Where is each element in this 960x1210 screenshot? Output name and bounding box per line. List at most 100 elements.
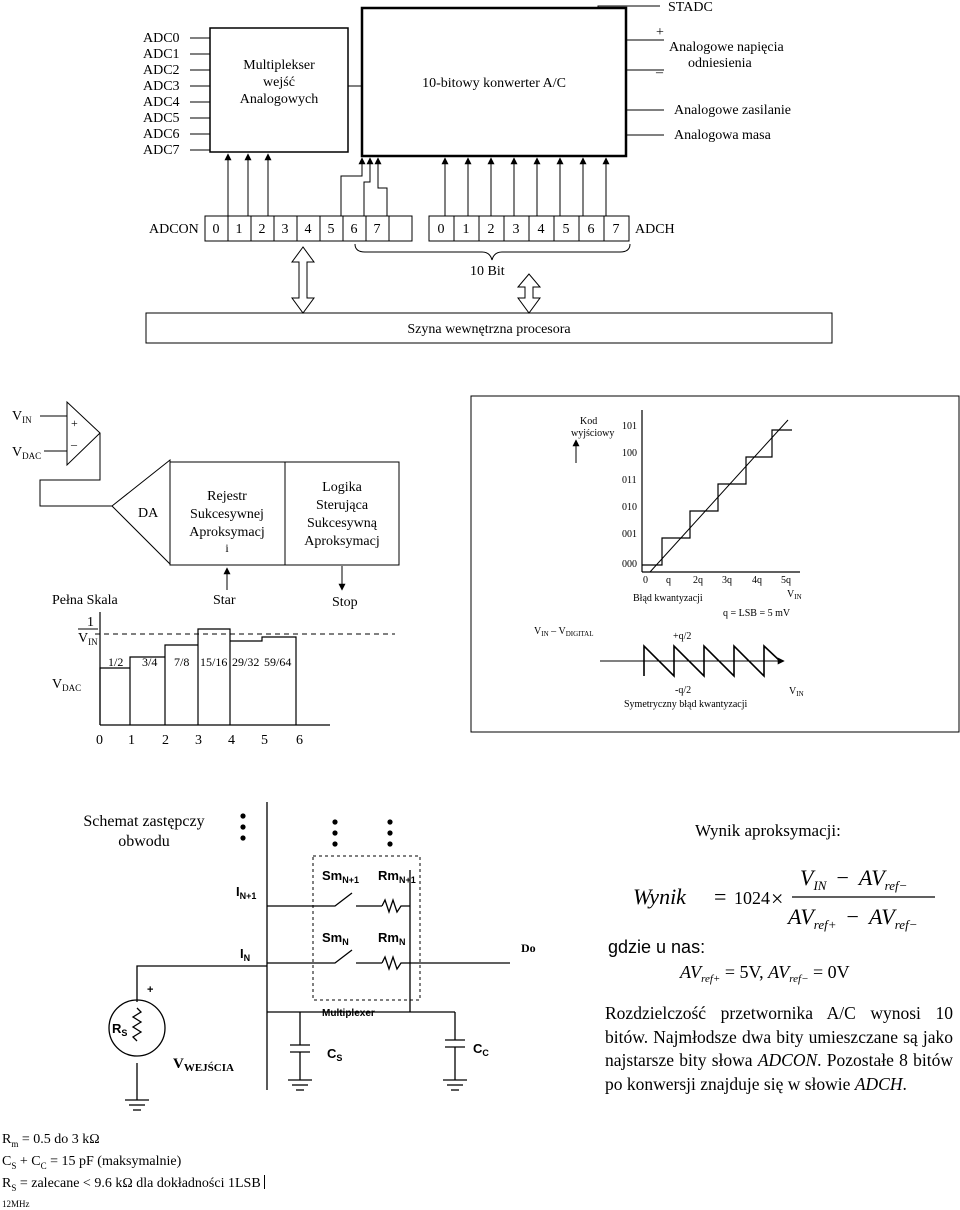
ref-voltage-label: odniesienia [688,56,753,71]
quantization-panel: Kod wyjściowy 101 100 011 010 001 000 0 … [470,395,960,733]
adch-bit: 4 [538,222,545,237]
fraction-label: 29/32 [232,655,259,669]
where-label: gdzie u nas: [608,937,705,957]
code-tick: 011 [622,475,637,486]
comparator-vdac-label: VDAC [12,445,41,461]
formula-times: × [771,886,783,911]
channel-lines [190,37,210,151]
analog-supply-label: Analogowe zasilanie [674,103,791,118]
adch-bit: 7 [613,222,620,237]
formula-numerator: VIN−AVref− [800,865,907,893]
adch-bit: 3 [513,222,520,237]
in-label: IN [240,946,250,963]
staircase-vdac-label: VDAC [52,677,81,693]
q-tick: 4q [752,575,762,586]
feedback-line [39,433,112,507]
rs-label: RS [112,1021,127,1038]
vin-axis-label: VIN [787,589,802,601]
adch-bit: 5 [563,222,570,237]
q-tick: 0 [643,575,648,586]
step-label: 4 [228,733,235,748]
sm1-label: SmN+1 [322,868,359,885]
adc-channel-labels: ADC0 ADC1 ADC2 ADC3 ADC4 ADC5 ADC6 ADC7 [143,31,180,158]
rm-label: RmN [378,930,405,947]
full-scale-vin: VIN [78,631,98,647]
plus-q2-label: +q/2 [673,631,691,642]
formula-lhs: Wynik [633,884,687,909]
adcon-bit: 6 [351,222,358,237]
adc-block-diagram: ADC0 ADC1 ADC2 ADC3 ADC4 ADC5 ADC6 ADC7 … [143,0,833,344]
transfer-staircase [641,410,800,573]
formula-eq: = [714,884,726,909]
ideal-line [649,419,789,573]
fraction-label: 7/8 [174,655,189,669]
channel-label: ADC1 [143,47,180,62]
adcon-bit: 5 [328,222,335,237]
mux-label-line: Analogowych [240,92,319,107]
comparator-minus: – [70,437,78,451]
fraction-label: 1/2 [108,655,123,669]
sar-logic-label: Sukcesywną [307,516,378,531]
adch-bit: 2 [488,222,495,237]
equivalent-circuit: Schemat zastępczy obwodu [83,802,536,1111]
adch-italic: ADCH [854,1073,903,1094]
resolution-end: . [902,1073,907,1094]
analog-ground-label: Analogowa masa [674,128,772,143]
rs-note: RS = zalecane < 9.6 kΩ dla dokładności 1… [2,1174,265,1197]
staircase-waveform [99,612,330,726]
vwejscia-label: VWEJŚCIA [173,1056,234,1074]
resolution-text-mid: . Pozostałe 8 bitów po konwersji znajduj… [605,1050,954,1094]
minus-q2-label: -q/2 [675,685,691,696]
step-label: 5 [261,733,268,748]
quantization-frame [470,395,960,733]
converter-box [360,6,628,158]
adch-bit: 6 [588,222,595,237]
converter-label: 10-bitowy konwerter A/C [422,76,566,91]
adcon-bit: 1 [236,222,243,237]
adcon-italic: ADCON [757,1050,818,1070]
capacitance-note: CS + CC = 15 pF (maksymalnie) [2,1153,182,1171]
step-label: 1 [128,733,135,748]
ref-voltage-label: Analogowe napięcia [669,40,784,55]
source-circle [108,999,166,1057]
ref-minus-sign: – [655,65,664,80]
quant-error-title: Błąd kwantyzacji [633,593,703,604]
internal-bus-box [145,312,833,344]
code-tick: 001 [622,529,637,540]
channel-label: ADC6 [143,127,180,142]
start-label: Star [213,593,236,608]
mux-label-line: Multiplekser [243,58,315,73]
code-tick: 010 [622,502,637,513]
approximation-formula: Wynik aproksymacji: Wynik = 1024 × VIN−A… [608,821,935,985]
q-tick: 2q [693,575,703,586]
stadc-label: STADC [668,0,713,15]
channel-label: ADC0 [143,31,180,46]
adcon-bit: 3 [282,222,289,237]
q-tick: 3q [722,575,732,586]
adch-register: 0 1 2 3 4 5 6 7 [428,215,630,242]
q-tick: 5q [781,575,791,586]
sar-logic-label: Aproksymacj [304,534,379,549]
formula-title: Wynik aproksymacji: [695,821,841,840]
sar-register-label: i [225,541,229,555]
sar-block-diagram: VIN VDAC + – DA Rejestr Sukcesywnej Apro… [12,400,400,748]
sar-register-label: Sukcesywnej [190,507,264,522]
step-label: 6 [296,733,303,748]
adcon-bit: 0 [213,222,220,237]
comparator-plus: + [71,416,78,430]
reference-lines [626,39,664,136]
resolution-paragraph: Rozdzielczość przetwornika A/C wynosi 10… [605,1002,953,1096]
channel-label: ADC2 [143,63,180,78]
bottom-notes: Rm = 0.5 do 3 kΩ CS + CC = 15 pF (maksym… [2,1131,265,1210]
source-plus: + [147,984,153,996]
ref-values: AVref+ = 5V, AVref− = 0V [679,962,850,985]
fraction-label: 15/16 [200,655,227,669]
internal-bus-label: Szyna wewnętrzna procesora [407,322,571,337]
formula-1024: 1024 [734,888,770,908]
adcon-bit: 7 [374,222,381,237]
sawtooth-waveform [643,644,781,678]
full-scale-label: Pełna Skala [52,593,118,608]
bus-dots [240,813,393,847]
bus-double-arrow [291,246,315,314]
step-label: 3 [195,733,202,748]
